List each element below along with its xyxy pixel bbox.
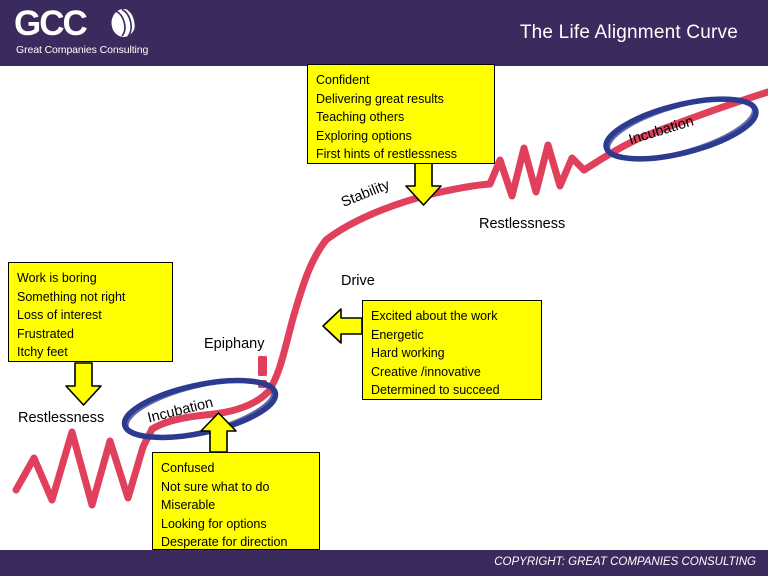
curve-label-epiphany: Epiphany: [204, 336, 265, 352]
swirl-sphere-icon: [111, 8, 137, 37]
note-confident: Confident Delivering great results Teach…: [307, 64, 495, 164]
note-line: Looking for options: [161, 516, 267, 531]
note-line: Frustrated: [17, 326, 74, 341]
note-line: Energetic: [371, 327, 424, 342]
note-line: Creative /innovative: [371, 364, 481, 379]
note-line: Delivering great results: [316, 91, 444, 106]
note-line: Desperate for direction: [161, 535, 288, 550]
slide-footer: COPYRIGHT: GREAT COMPANIES CONSULTING: [0, 550, 768, 576]
note-line: Confident: [316, 73, 370, 87]
note-line: Miserable: [161, 498, 216, 513]
note-line: First hints of restlessness: [316, 147, 458, 162]
curve-label-incubation-lower: Incubation: [146, 394, 215, 427]
note-line: Loss of interest: [17, 308, 102, 323]
note-line: Determined to succeed: [371, 383, 500, 398]
note-line: Not sure what to do: [161, 479, 270, 494]
note-line: Itchy feet: [17, 345, 68, 360]
note-work-is-boring: Work is boring Something not right Loss …: [8, 262, 173, 362]
slide-header: GCC Great Companies Consulting The Life …: [0, 0, 768, 66]
note-line: Hard working: [371, 346, 445, 361]
curve-label-restlessness-upper: Restlessness: [479, 216, 566, 232]
logo-wordmark: GCC: [14, 4, 88, 43]
curve-label-drive: Drive: [341, 273, 375, 289]
gcc-logo: GCC Great Companies Consulting: [14, 6, 164, 58]
curve-label-stability: Stability: [339, 176, 393, 211]
arrow-up-confused-icon: [200, 412, 237, 453]
note-line: Exploring options: [316, 128, 412, 143]
epiphany-marker-icon: [258, 356, 267, 388]
note-line: Excited about the work: [371, 309, 498, 323]
curve-label-incubation-upper: Incubation: [627, 113, 696, 149]
page-title: The Life Alignment Curve: [519, 22, 738, 43]
note-line: Work is boring: [17, 271, 97, 285]
arrow-down-confident-icon: [405, 162, 442, 206]
arrow-down-boring-icon: [65, 362, 102, 406]
note-line: Teaching others: [316, 110, 405, 125]
note-confused: Confused Not sure what to do Miserable L…: [152, 452, 320, 550]
arrow-left-excited-icon: [322, 308, 363, 344]
logo-tagline: Great Companies Consulting: [16, 44, 149, 56]
curve-label-restlessness-lower: Restlessness: [18, 410, 105, 426]
note-line: Confused: [161, 461, 215, 475]
note-excited-about-work: Excited about the work Energetic Hard wo…: [362, 300, 542, 400]
copyright-text: COPYRIGHT: GREAT COMPANIES CONSULTING: [494, 556, 756, 568]
note-line: Something not right: [17, 289, 126, 304]
